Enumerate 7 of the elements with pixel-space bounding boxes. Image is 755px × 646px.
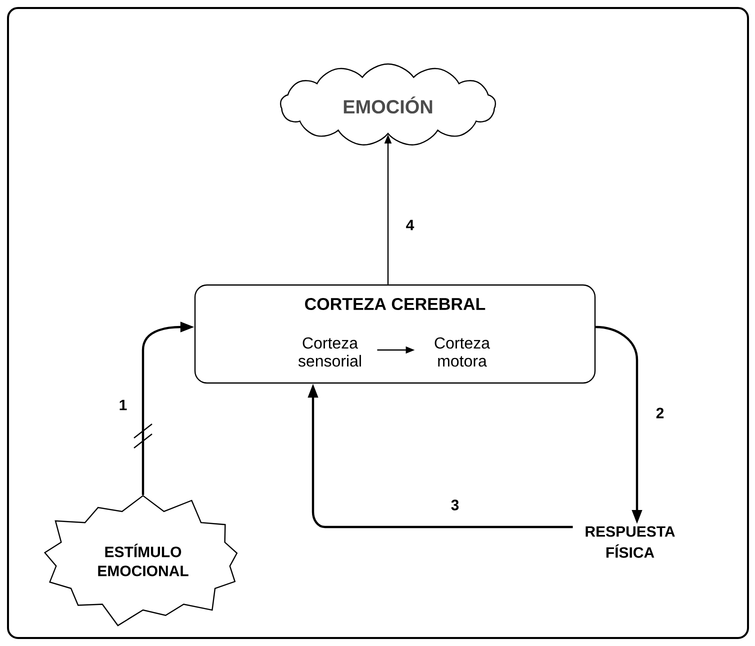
edge-label: 4 [404,218,416,232]
text-label: Corteza motora [434,337,490,367]
text-label: Corteza sensorial [298,337,361,367]
edge-label: 2 [654,406,666,420]
text-label: RESPUESTA FÍSICA [586,526,675,558]
edge-label: 1 [118,398,128,412]
edge-label: 3 [450,498,460,512]
